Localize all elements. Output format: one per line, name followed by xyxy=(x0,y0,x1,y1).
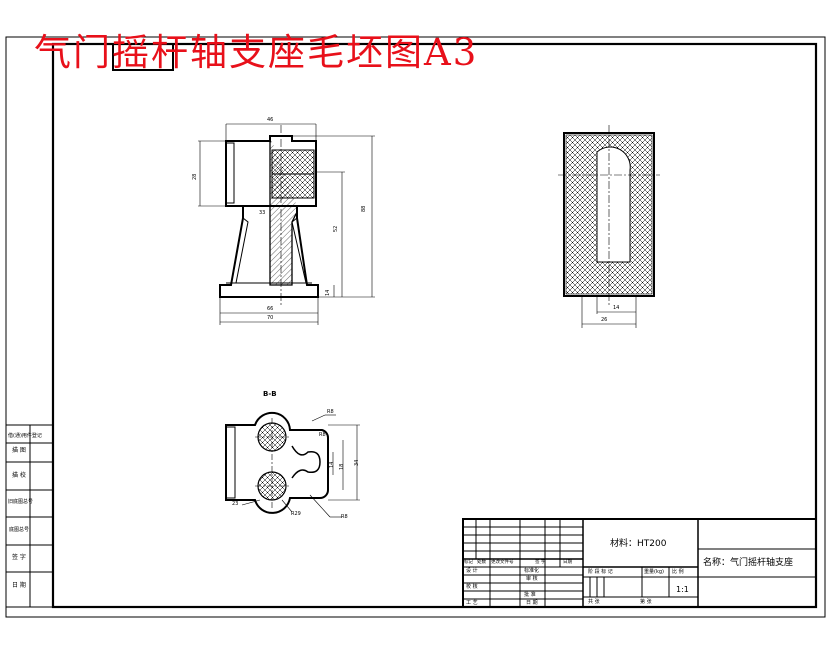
stamp-5: 签 字 xyxy=(12,554,26,561)
front-view xyxy=(198,123,375,325)
stamp-6: 日 期 xyxy=(12,582,26,589)
dim-front-height-mid: 52 xyxy=(333,225,339,232)
sheet-count: 共 张 xyxy=(588,599,600,605)
rev-header-1: 处数 xyxy=(477,560,486,565)
check-label: 校 核 xyxy=(466,584,478,590)
side-view xyxy=(558,125,660,328)
dim-side-width1: 14 xyxy=(613,305,620,311)
standardize-label: 标准化 xyxy=(524,568,540,574)
process-label: 工 艺 xyxy=(466,600,478,606)
dim-front-inner: 33 xyxy=(259,210,266,216)
dim-section-r3: R29 xyxy=(291,511,301,517)
dim-section-r1: R8 xyxy=(327,409,334,415)
rev-header-2: 更改文件号 xyxy=(491,560,514,565)
stamp-4: 底图总号 xyxy=(9,527,30,533)
dim-front-width-base1: 66 xyxy=(267,306,274,312)
dim-front-height-total: 88 xyxy=(361,205,367,212)
scale-value: 1:1 xyxy=(676,585,689,594)
scale-label: 比 例 xyxy=(672,569,684,575)
dim-section-h2: 18 xyxy=(339,463,345,470)
review-label: 审 核 xyxy=(526,576,538,582)
stamp-0: 借(通)用件登记 xyxy=(8,433,42,439)
dim-section-h1: 34 xyxy=(354,459,360,466)
stamp-2: 描 校 xyxy=(12,472,26,479)
material-label: 材料：HT200 xyxy=(610,539,667,549)
top-left-box xyxy=(112,43,174,71)
stage-label: 阶 段 标 记 xyxy=(588,569,613,575)
dim-front-width-top: 46 xyxy=(267,117,274,123)
dim-front-left-h: 28 xyxy=(192,173,198,180)
dim-side-width2: 26 xyxy=(601,317,608,323)
dim-front-base-h: 14 xyxy=(325,289,331,296)
left-stamp-column xyxy=(5,424,54,608)
design-label: 设 计 xyxy=(466,568,478,574)
section-label: B-B xyxy=(263,390,277,398)
section-view xyxy=(225,411,360,518)
stamp-3: 旧底图总号 xyxy=(8,499,34,505)
dim-section-r4: R8 xyxy=(341,514,348,520)
stamp-1: 描 图 xyxy=(12,447,26,454)
part-name-label: 名称：气门摇杆轴支座 xyxy=(703,558,794,568)
date-label: 日 期 xyxy=(526,600,538,606)
rev-header-0: 标记 xyxy=(464,560,473,565)
title-block xyxy=(462,518,817,608)
outer-border xyxy=(5,36,826,618)
rev-header-4: 日期 xyxy=(563,560,572,565)
approve-label: 批 准 xyxy=(524,592,536,598)
weight-label: 重量(kg) xyxy=(644,569,664,575)
sheet-no: 第 张 xyxy=(640,599,652,605)
rev-header-3: 签 字 xyxy=(535,560,546,565)
drawing-title: 气门摇杆轴支座毛坯图A3 xyxy=(34,31,479,74)
dim-section-left: 23 xyxy=(232,501,239,507)
dim-front-width-base2: 70 xyxy=(267,315,274,321)
inner-border xyxy=(51,42,818,609)
dim-section-h3: 14 xyxy=(329,461,335,468)
dim-section-r2: R8 xyxy=(319,432,326,438)
